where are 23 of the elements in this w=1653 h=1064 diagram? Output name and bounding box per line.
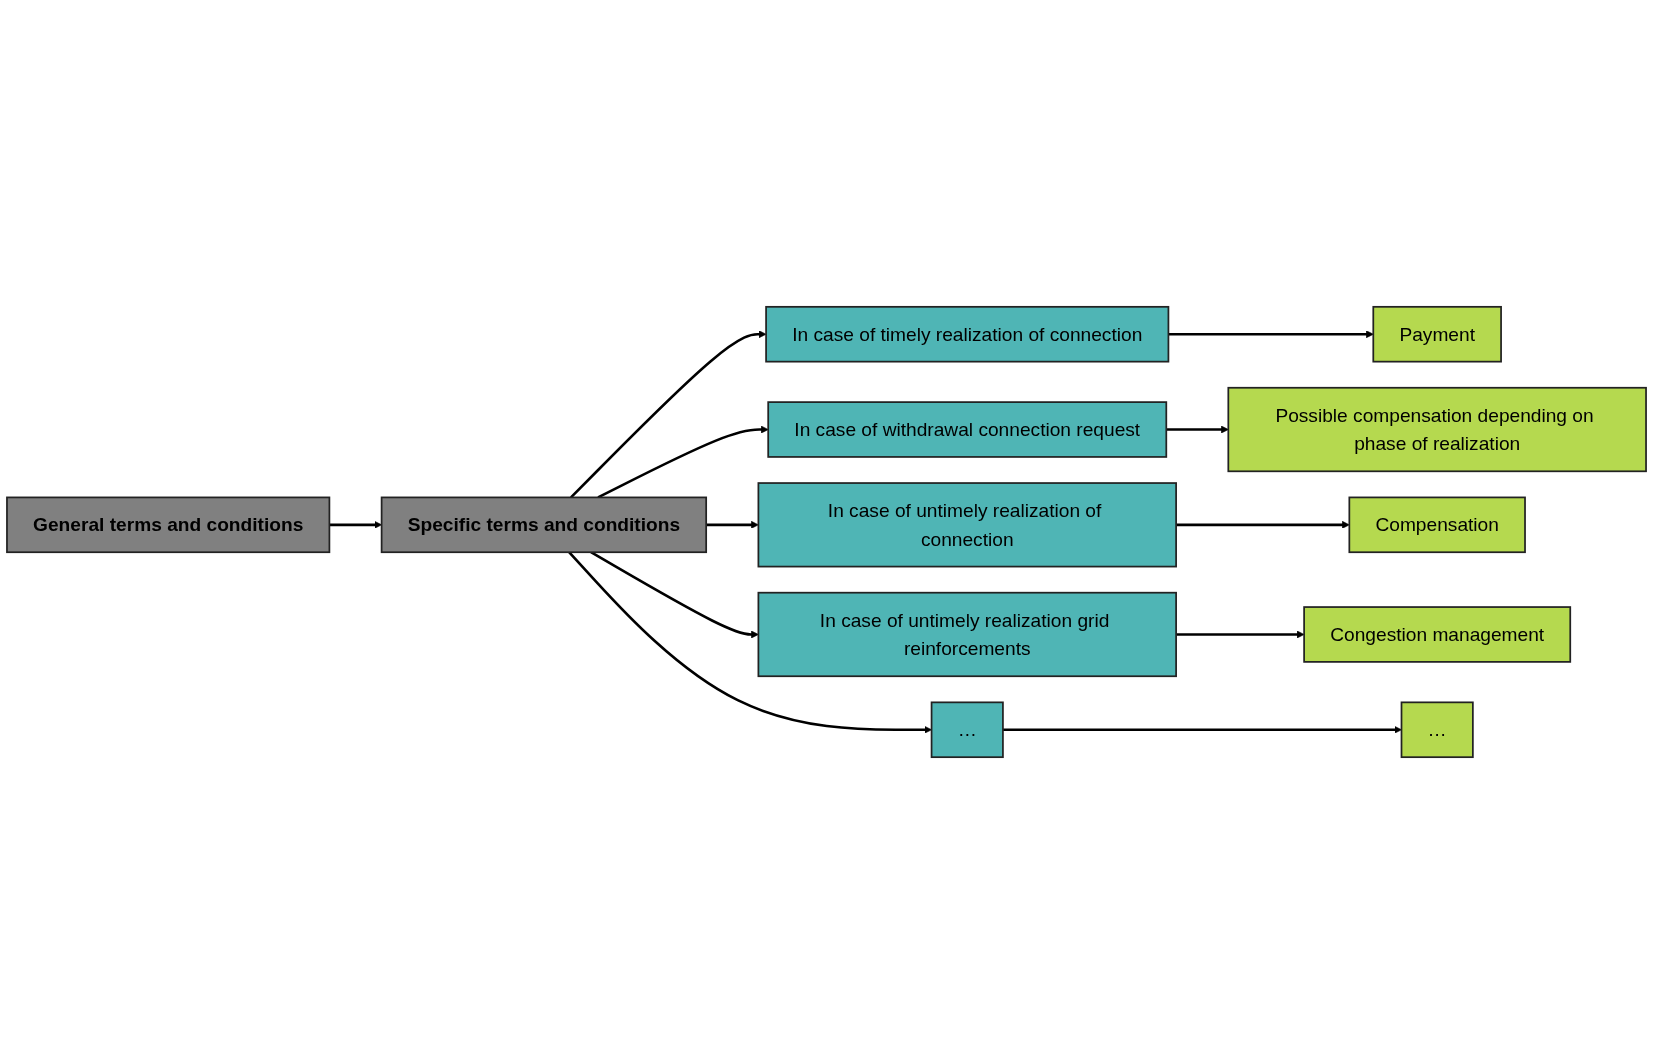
arrow (590, 551, 759, 639)
arrow (706, 521, 759, 529)
arrow (329, 521, 382, 529)
arrow (568, 551, 932, 734)
arrow (1168, 330, 1374, 339)
node-box: General terms and conditions (6, 496, 331, 554)
node-box: … (930, 701, 1004, 759)
node-box: In case of withdrawal connection request (767, 401, 1168, 458)
arrow (570, 330, 767, 499)
arrow (1176, 521, 1350, 529)
arrow (597, 425, 769, 499)
node-box: In case of untimely realization of connection (757, 482, 1177, 568)
node-box: Payment (1372, 305, 1502, 363)
arrow (1166, 425, 1229, 434)
node-box: In case of timely realization of connection (765, 305, 1170, 363)
arrow (1002, 725, 1402, 734)
node-box: Compensation (1348, 496, 1526, 554)
node-box: Congestion management (1303, 606, 1572, 663)
node-box: Possible compensation depending on phase of realization (1227, 386, 1647, 473)
arrow (1176, 630, 1305, 639)
node-box: … (1400, 701, 1474, 759)
node-box: Specific terms and conditions (380, 496, 708, 554)
node-box: In case of untimely realization grid reinforcements (757, 591, 1177, 678)
